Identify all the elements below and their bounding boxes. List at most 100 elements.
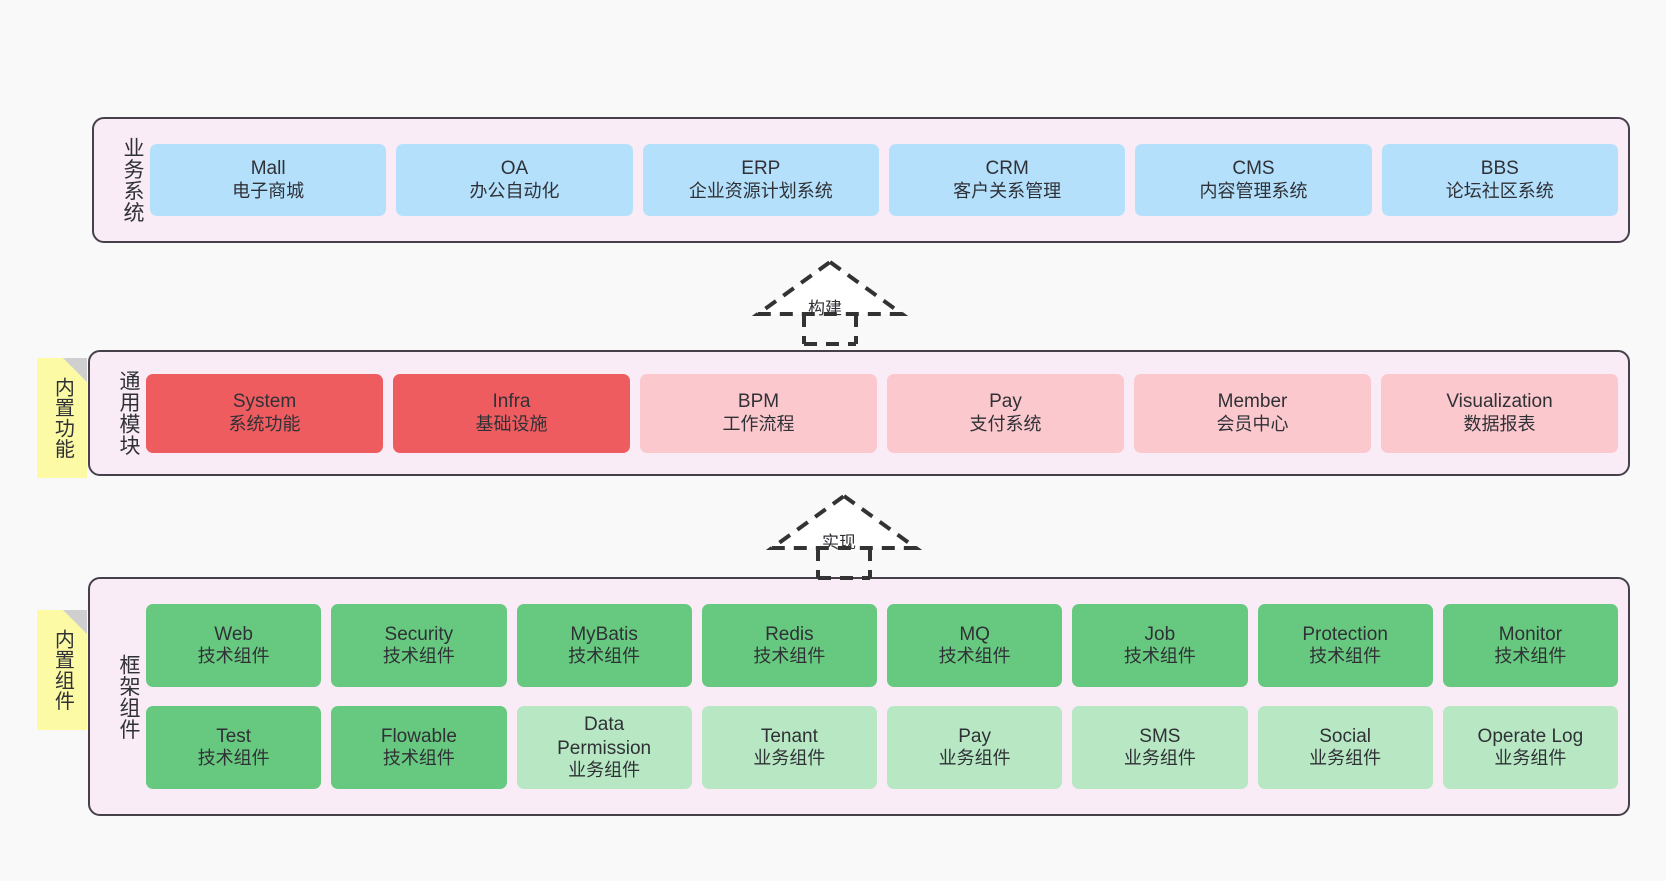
card-visualization[interactable]: Visualization 数据报表 (1381, 373, 1618, 453)
card-title-cn: 工作流程 (722, 413, 795, 434)
card-tenant[interactable]: Tenant 业务组件 (701, 706, 877, 789)
card-title-en: Visualization (1446, 391, 1553, 413)
layer-business-system-body: Mall 电子商城 OA 办公自动化 ERP 企业资源计划系统 CRM 客户关系… (144, 119, 1628, 241)
card-title-en: Pay (958, 725, 991, 747)
connector-implement-label: 实现 (822, 533, 856, 552)
card-title-cn: 业务组件 (1309, 748, 1382, 769)
card-title-cn: 业务组件 (1494, 748, 1567, 769)
card-title-en: CMS (1232, 158, 1275, 180)
layer-framework-component-body: Web 技术组件 Security 技术组件 MyBatis 技术组件 Redi… (140, 579, 1628, 814)
card-pay-business[interactable]: Pay 业务组件 (887, 706, 1063, 789)
page-fold-corner-icon (63, 358, 87, 382)
card-security[interactable]: Security 技术组件 (331, 604, 507, 687)
card-web[interactable]: Web 技术组件 (146, 604, 322, 687)
card-title-en: Member (1217, 391, 1288, 413)
card-mybatis[interactable]: MyBatis 技术组件 (516, 604, 692, 687)
card-title-en: Job (1144, 623, 1176, 645)
card-title-cn: 办公自动化 (469, 180, 560, 201)
layer-common-module-body: System 系统功能 Infra 基础设施 BPM 工作流程 Pay 支付系统… (140, 352, 1628, 474)
card-title-cn: 技术组件 (938, 646, 1011, 667)
card-title-cn: 业务组件 (568, 759, 641, 780)
card-title-en: Infra (492, 391, 531, 413)
card-title-cn: 系统功能 (228, 413, 301, 434)
card-pay[interactable]: Pay 支付系统 (887, 373, 1124, 453)
card-row: Test 技术组件 Flowable 技术组件 Data Permission … (146, 706, 1618, 789)
layer-business-system: 业务系统 Mall 电子商城 OA 办公自动化 ERP 企业资源计划系统 CRM… (92, 117, 1630, 243)
card-title-en: Tenant (760, 725, 818, 747)
card-title-en: MQ (959, 623, 990, 645)
card-cms[interactable]: CMS 内容管理系统 (1135, 144, 1372, 216)
card-title-cn: 论坛社区系统 (1445, 180, 1554, 201)
layer-framework-component: 框架组件 Web 技术组件 Security 技术组件 MyBatis 技术组件… (88, 577, 1630, 816)
card-title-en: Data Permission (557, 714, 652, 759)
card-title-en: SMS (1139, 725, 1181, 747)
card-title-en: Monitor (1498, 623, 1563, 645)
card-infra[interactable]: Infra 基础设施 (393, 373, 630, 453)
card-row: Web 技术组件 Security 技术组件 MyBatis 技术组件 Redi… (146, 604, 1618, 687)
card-job[interactable]: Job 技术组件 (1072, 604, 1248, 687)
card-title-cn: 技术组件 (1309, 646, 1382, 667)
card-redis[interactable]: Redis 技术组件 (701, 604, 877, 687)
card-title-en: Protection (1302, 623, 1388, 645)
card-test[interactable]: Test 技术组件 (146, 706, 322, 789)
card-title-cn: 技术组件 (197, 646, 270, 667)
card-title-cn: 支付系统 (969, 413, 1042, 434)
layer-common-module: 通用模块 System 系统功能 Infra 基础设施 BPM 工作流程 Pay… (88, 350, 1630, 476)
card-protection[interactable]: Protection 技术组件 (1257, 604, 1433, 687)
generalization-arrowhead (765, 493, 923, 550)
card-title-cn: 基础设施 (475, 413, 548, 434)
card-title-cn: 业务组件 (1123, 748, 1196, 769)
card-bbs[interactable]: BBS 论坛社区系统 (1381, 144, 1618, 216)
card-title-en: BBS (1480, 158, 1519, 180)
card-row: Mall 电子商城 OA 办公自动化 ERP 企业资源计划系统 CRM 客户关系… (150, 144, 1618, 216)
connector-shaft (802, 314, 858, 346)
card-title-cn: 客户关系管理 (953, 180, 1062, 201)
card-title-en: Mall (250, 158, 286, 180)
card-title-en: BPM (737, 391, 780, 413)
card-title-cn: 数据报表 (1463, 413, 1536, 434)
connector-build-label: 构建 (808, 299, 842, 318)
card-title-en: Redis (765, 623, 814, 645)
card-title-en: Flowable (380, 725, 457, 747)
card-title-cn: 电子商城 (232, 180, 305, 201)
card-data-permission[interactable]: Data Permission 业务组件 (516, 706, 692, 789)
card-member[interactable]: Member 会员中心 (1134, 373, 1371, 453)
card-title-en: System (232, 391, 297, 413)
connector-shaft (816, 548, 872, 580)
card-title-cn: 技术组件 (382, 646, 455, 667)
card-row: System 系统功能 Infra 基础设施 BPM 工作流程 Pay 支付系统… (146, 373, 1618, 453)
card-title-en: Web (214, 623, 253, 645)
card-flowable[interactable]: Flowable 技术组件 (331, 706, 507, 789)
card-title-en: Social (1319, 725, 1371, 747)
card-system[interactable]: System 系统功能 (146, 373, 383, 453)
layer-business-system-title: 业务系统 (121, 137, 144, 223)
card-monitor[interactable]: Monitor 技术组件 (1442, 604, 1618, 687)
sticky-note-builtin-component: 内置组件 (37, 610, 87, 730)
card-title-cn: 技术组件 (382, 748, 455, 769)
card-title-cn: 会员中心 (1216, 413, 1289, 434)
card-mq[interactable]: MQ 技术组件 (887, 604, 1063, 687)
card-title-en: Pay (989, 391, 1022, 413)
card-erp[interactable]: ERP 企业资源计划系统 (642, 144, 879, 216)
card-title-en: MyBatis (570, 623, 638, 645)
card-sms[interactable]: SMS 业务组件 (1072, 706, 1248, 789)
card-title-cn: 业务组件 (938, 748, 1011, 769)
card-operate-log[interactable]: Operate Log 业务组件 (1442, 706, 1618, 789)
card-crm[interactable]: CRM 客户关系管理 (888, 144, 1126, 216)
card-oa[interactable]: OA 办公自动化 (396, 144, 633, 216)
card-title-cn: 企业资源计划系统 (688, 180, 833, 201)
card-bpm[interactable]: BPM 工作流程 (640, 373, 877, 453)
page-fold-corner-icon (63, 610, 87, 634)
card-title-cn: 技术组件 (1494, 646, 1567, 667)
card-title-en: Security (384, 623, 454, 645)
card-social[interactable]: Social 业务组件 (1257, 706, 1433, 789)
sticky-note-label: 内置组件 (51, 629, 74, 711)
generalization-arrowhead (751, 259, 909, 316)
card-title-en: ERP (741, 158, 781, 180)
layer-framework-component-title: 框架组件 (117, 653, 140, 740)
sticky-note-label: 内置功能 (51, 377, 74, 459)
card-mall[interactable]: Mall 电子商城 (150, 144, 387, 216)
connector-build: 构建 (751, 258, 909, 346)
sticky-note-builtin-function: 内置功能 (37, 358, 87, 478)
